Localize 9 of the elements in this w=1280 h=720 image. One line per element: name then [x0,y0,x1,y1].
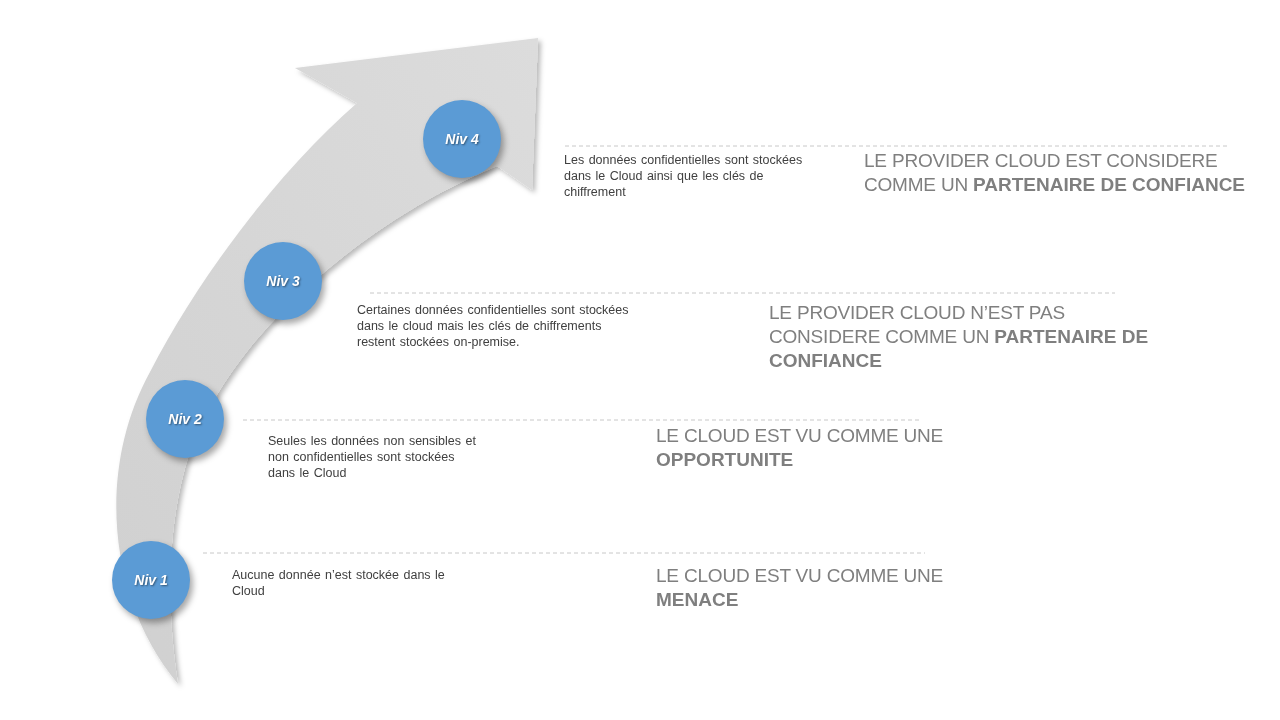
level-description: Aucune donnée n’est stockée dans le Cloud [232,567,446,599]
level-description: Certaines données confidentielles sont stockées dans le cloud mais les clés de chiffrements restent stockées on-premise. [357,302,630,350]
level-circle: Niv 1 [112,541,190,619]
level-statement: LE CLOUD EST VU COMME UNE MENACE [656,564,945,612]
level-statement: LE PROVIDER CLOUD EST CONSIDERE COMME UN PARTENAIRE DE CONFIANCE [864,149,1247,197]
level-statement: LE PROVIDER CLOUD N’EST PAS CONSIDERE COMME UN PARTENAIRE DE CONFIANCE [769,301,1150,373]
level-description: Les données confidentielles sont stockées dans le Cloud ainsi que les clés de chiffrement [564,152,804,200]
level-statement: LE CLOUD EST VU COMME UNE OPPORTUNITE [656,424,945,472]
level-description: Seules les données non sensibles et non confidentielles sont stockées dans le Cloud [268,433,477,481]
